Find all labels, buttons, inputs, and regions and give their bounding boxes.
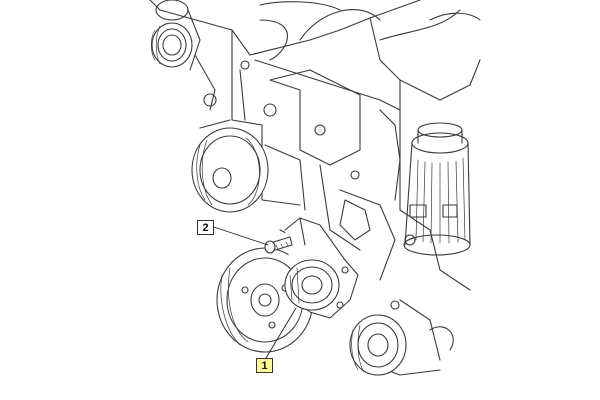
callout-1: 1 (256, 358, 273, 373)
idler-pulley (349, 314, 407, 376)
mid-pulley (191, 127, 269, 213)
engine-block (149, 0, 481, 376)
oil-filter (403, 122, 471, 256)
leader-line-1 (265, 307, 297, 359)
belt-tensioner (284, 217, 359, 319)
callout-2: 2 (197, 220, 214, 235)
bolt (264, 236, 293, 254)
leader-line-2 (213, 226, 269, 246)
top-pulley (150, 0, 217, 111)
